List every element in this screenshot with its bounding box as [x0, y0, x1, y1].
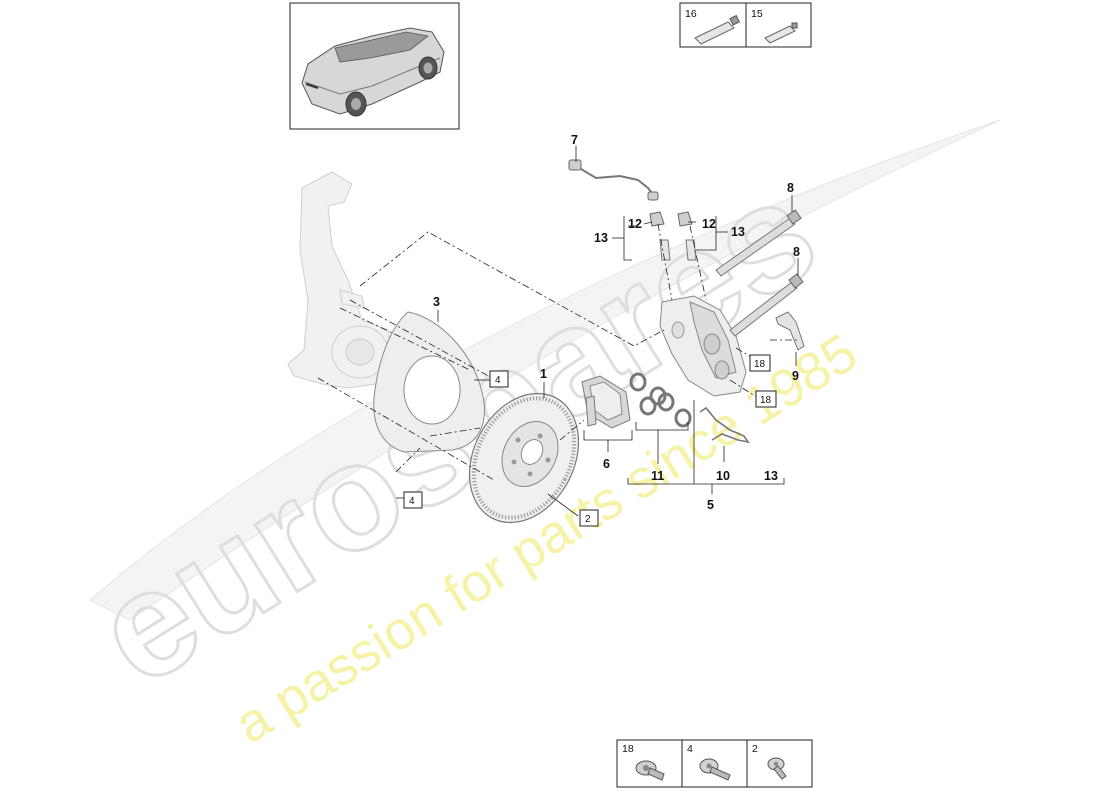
boxed-callout-4-upper[interactable]: 4 — [489, 370, 509, 388]
boxed-callout-18-upper[interactable]: 18 — [749, 354, 771, 372]
paste-tube-icon — [764, 22, 798, 44]
suv-icon — [301, 27, 445, 117]
accessory-number-18: 18 — [622, 743, 634, 755]
callout-5[interactable]: 5 — [707, 498, 714, 512]
callout-13-bottom[interactable]: 13 — [764, 469, 778, 483]
grease-tube-icon — [694, 14, 741, 45]
brake-dust-shield[interactable] — [373, 311, 485, 453]
steering-knuckle — [287, 171, 393, 389]
callout-1[interactable]: 1 — [540, 367, 547, 381]
bleeder-valves[interactable] — [649, 211, 697, 261]
leader-lines — [396, 146, 799, 517]
callout-11[interactable]: 11 — [651, 469, 664, 483]
brake-caliper[interactable] — [659, 295, 747, 397]
accessory-cell-4[interactable]: 4 — [687, 743, 731, 781]
callout-8-lower[interactable]: 8 — [793, 245, 800, 259]
accessory-number-16: 16 — [685, 8, 697, 20]
accessory-number-4: 4 — [687, 743, 693, 755]
boxed-callout-18-lower[interactable]: 18 — [755, 390, 777, 408]
watermark-swoosh — [89, 119, 1001, 621]
callout-12-right[interactable]: 12 — [702, 217, 716, 231]
piston-seals[interactable] — [629, 372, 692, 428]
callout-9[interactable]: 9 — [792, 369, 799, 383]
boxed-callout-4-lower[interactable]: 4 — [403, 491, 423, 509]
pad-retaining-pin[interactable] — [775, 311, 805, 351]
flange-bolt-icon — [635, 760, 665, 781]
callout-12-left[interactable]: 12 — [628, 217, 642, 231]
callout-13-left[interactable]: 13 — [594, 231, 608, 245]
pad-wear-sensor[interactable] — [568, 159, 659, 201]
accessory-number-2: 2 — [752, 743, 758, 755]
boxed-callout-4-upper-text: 4 — [495, 375, 501, 386]
brake-disc[interactable] — [448, 374, 600, 541]
callout-10[interactable]: 10 — [716, 469, 730, 483]
brake-pads[interactable] — [581, 375, 631, 429]
accessory-cell-2[interactable]: 2 — [752, 743, 787, 780]
accessory-number-15: 15 — [751, 8, 763, 20]
boxed-callout-4-lower-text: 4 — [409, 496, 415, 507]
callout-8-upper[interactable]: 8 — [787, 181, 794, 195]
callout-7[interactable]: 7 — [571, 133, 578, 147]
boxed-callout-18-lower-text: 18 — [760, 395, 772, 406]
assembly-lines — [317, 223, 800, 481]
accessory-box-bottom: 18 4 2 — [616, 739, 813, 788]
accessory-cell-15[interactable]: 15 — [751, 8, 798, 44]
boxed-callout-18-upper-text: 18 — [754, 359, 766, 370]
boxed-callouts: 4 4 2 18 18 — [403, 354, 777, 527]
shield-bolt-icon — [699, 758, 731, 781]
disc-screw-icon — [767, 757, 787, 780]
boxed-callout-2-text: 2 — [585, 514, 591, 525]
vehicle-thumbnail — [289, 2, 460, 130]
accessory-cell-18[interactable]: 18 — [622, 743, 665, 781]
accessory-box-top: 16 15 — [679, 2, 812, 48]
callout-6[interactable]: 6 — [603, 457, 610, 471]
callout-3[interactable]: 3 — [433, 295, 440, 309]
callout-13-right[interactable]: 13 — [731, 225, 745, 239]
anti-rattle-spring[interactable] — [699, 406, 750, 444]
boxed-callout-2[interactable]: 2 — [579, 509, 599, 527]
accessory-cell-16[interactable]: 16 — [685, 8, 741, 45]
caliper-bolts[interactable] — [715, 209, 804, 337]
callout-labels: 7 8 8 9 3 1 6 11 10 13 5 12 13 12 13 — [433, 133, 800, 512]
